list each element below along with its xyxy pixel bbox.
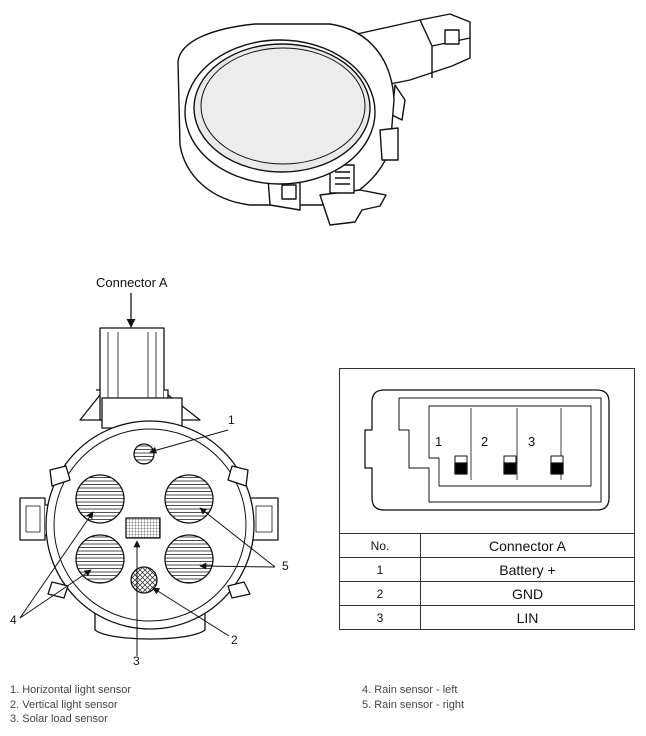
pin-function: GND xyxy=(420,581,635,606)
header-connector-a: Connector A xyxy=(420,533,635,558)
table-row: 2 GND xyxy=(339,581,635,606)
callout-4: 4 xyxy=(10,613,17,627)
callout-5: 5 xyxy=(282,559,289,573)
pin-number: 3 xyxy=(339,605,421,630)
callout-3: 3 xyxy=(133,654,140,668)
legend-right: 4. Rain sensor - left 5. Rain sensor - r… xyxy=(362,683,464,712)
sensor-front-view xyxy=(19,293,279,656)
pin-label-2: 2 xyxy=(481,434,489,449)
pin-number: 2 xyxy=(339,581,421,606)
connector-a-label: Connector A xyxy=(96,275,168,290)
legend-item-1: 1. Horizontal light sensor xyxy=(10,684,132,696)
legend-item-5: 5. Rain sensor - right xyxy=(362,698,465,711)
connector-face-diagram xyxy=(364,389,610,511)
legend-item-4: 4. Rain sensor - left xyxy=(362,684,458,696)
legend-left: 1. Horizontal light sensor 2. Vertical l… xyxy=(10,683,131,727)
sensor-perspective-illustration xyxy=(177,13,471,226)
table-row: 1 Battery + xyxy=(339,557,635,582)
table-row: 3 LIN xyxy=(339,605,635,630)
pin-table: No. Connector A 1 Battery + 2 GND 3 LIN xyxy=(339,533,635,630)
pin-number: 1 xyxy=(339,557,421,582)
header-no: No. xyxy=(339,533,421,558)
pin-function: LIN xyxy=(420,605,635,630)
callout-2: 2 xyxy=(231,633,238,647)
legend-item-3: 3. Solar load sensor xyxy=(10,713,108,725)
pin-label-3: 3 xyxy=(528,434,536,449)
table-header-row: No. Connector A xyxy=(339,533,635,558)
callout-1: 1 xyxy=(228,413,235,427)
pin-label-1: 1 xyxy=(435,434,443,449)
legend-item-2: 2. Vertical light sensor xyxy=(10,698,118,711)
pin-function: Battery + xyxy=(420,557,635,582)
